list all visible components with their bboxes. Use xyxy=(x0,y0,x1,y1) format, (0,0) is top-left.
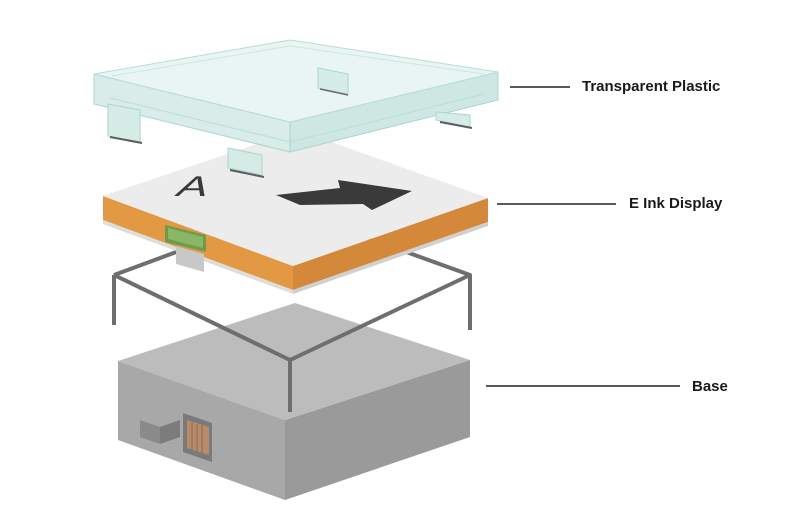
base-block xyxy=(118,303,470,500)
label-transparent-plastic: Transparent Plastic xyxy=(582,78,721,95)
display-connector-tab xyxy=(176,246,204,272)
base-top xyxy=(118,303,470,420)
leader-lines xyxy=(486,86,680,387)
plastic-tab-front xyxy=(227,147,263,176)
display-edge-right xyxy=(293,198,488,290)
plastic-tab-back xyxy=(317,67,349,95)
base-side-right xyxy=(285,360,470,500)
plastic-top xyxy=(93,39,499,123)
display-arrow-graphic xyxy=(276,180,412,210)
label-eink-display: E Ink Display xyxy=(629,195,723,212)
base-foot-mid xyxy=(160,420,180,444)
base-foot-left xyxy=(140,420,160,444)
transparent-plastic-cover xyxy=(93,39,499,178)
eink-display-layer: A xyxy=(103,130,488,294)
plastic-tab-left xyxy=(107,103,141,143)
label-base: Base xyxy=(692,378,728,395)
